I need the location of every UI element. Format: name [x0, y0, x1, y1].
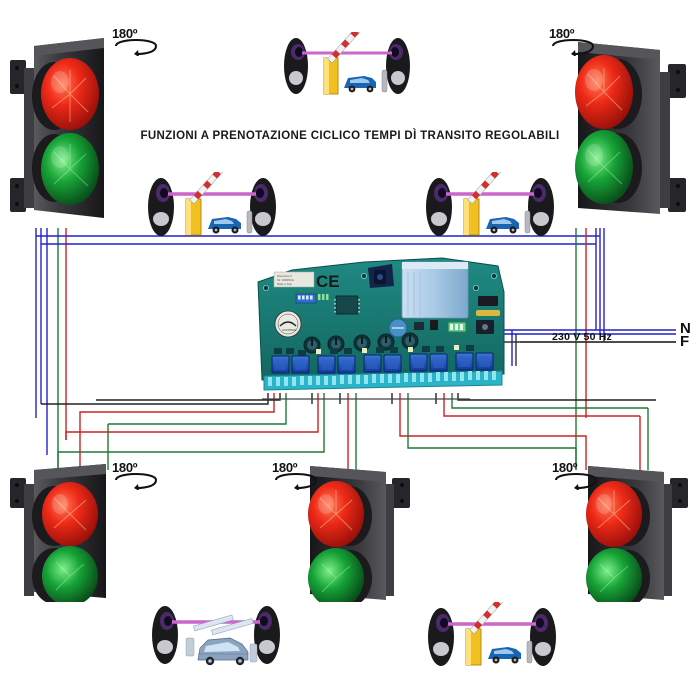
- barrier-scene-bottom-left: [150, 602, 282, 668]
- bridge-rectifier: [368, 264, 394, 288]
- barrier-boom: [467, 172, 502, 205]
- terminal-neutral-label: N: [680, 320, 691, 337]
- fuse: [476, 310, 500, 316]
- vehicle-car: [197, 637, 249, 666]
- photocell-post-right: [250, 178, 276, 236]
- traffic-light-bottom-left[interactable]: [8, 462, 120, 602]
- barrier-scene-bottom-right: [426, 602, 558, 668]
- photocell-post-left: [148, 178, 174, 236]
- photocell-post-right: [386, 38, 410, 94]
- rotation-badge-label: 180º: [112, 26, 138, 41]
- rotation-badge-bottom-left: 180º: [108, 460, 164, 490]
- barrier-scene-mid-left: [146, 172, 278, 238]
- svg-text:Dir. 1999/5/CE: Dir. 1999/5/CE: [277, 278, 294, 282]
- terminal-phase-label: F: [680, 333, 690, 350]
- photocell-post-left: [152, 606, 178, 664]
- bollard-post: [524, 210, 531, 234]
- transformer: [401, 261, 469, 319]
- svg-text:CONTROL: CONTROL: [282, 328, 297, 332]
- svg-text:Made in Italy: Made in Italy: [277, 282, 292, 286]
- bollard-post: [526, 640, 533, 664]
- rotation-badge-label: 180º: [112, 460, 138, 475]
- traffic-light-bottom-right[interactable]: [570, 462, 692, 602]
- bollard-post: [246, 210, 253, 234]
- vehicle-car: [344, 76, 376, 93]
- barrier-scene-mid-right: [424, 172, 556, 238]
- diagram-title: FUNZIONI A PRENOTAZIONE CICLICO TEMPI DÌ…: [140, 130, 560, 142]
- board-logo: CONTROL: [274, 310, 302, 338]
- photocell-post-left: [284, 38, 308, 94]
- photocell-post-right: [254, 606, 280, 664]
- ce-mark: Document of Dir. 1999/5/CE Made in Italy…: [273, 271, 340, 291]
- trimmer-potentiometers: [303, 332, 419, 354]
- rotation-badge-label: 180º: [549, 26, 575, 41]
- traffic-light-top-right[interactable]: [556, 28, 692, 228]
- fuse-holder: [478, 296, 498, 306]
- terminal-strip: [263, 370, 503, 391]
- vehicle-car: [488, 647, 521, 664]
- photocell-post-right: [528, 178, 554, 236]
- rotation-badge-label: 180º: [552, 460, 578, 475]
- rotation-badge-bottom-right: 180º: [548, 460, 604, 490]
- barrier-boom: [193, 614, 254, 636]
- traffic-light-bottom-middle[interactable]: [292, 462, 414, 602]
- vehicle-car: [208, 217, 241, 234]
- photocell-post-right: [530, 608, 556, 666]
- rotation-badge-bottom-middle: 180º: [268, 460, 324, 490]
- rotation-badge-label: 180º: [272, 460, 298, 475]
- photocell-post-left: [428, 608, 454, 666]
- barrier-boom: [469, 602, 504, 635]
- svg-text:CE: CE: [316, 272, 340, 291]
- rotation-badge-top-left: 180º: [108, 26, 164, 56]
- control-board[interactable]: Document of Dir. 1999/5/CE Made in Italy…: [252, 252, 522, 397]
- svg-text:Document of: Document of: [277, 274, 292, 278]
- traffic-light-top-left[interactable]: [8, 28, 114, 228]
- mains-voltage-label: 230 V 50 Hz: [552, 331, 612, 343]
- barrier-scene-top-center: [282, 32, 412, 96]
- barrier-boom: [189, 172, 224, 205]
- relay-bank: [271, 352, 494, 374]
- barrier-boom: [327, 32, 362, 64]
- photocell-post-left: [426, 178, 452, 236]
- vehicle-car: [486, 217, 519, 234]
- rotation-badge-top-right: 180º: [545, 26, 601, 56]
- bollard-post: [381, 69, 388, 93]
